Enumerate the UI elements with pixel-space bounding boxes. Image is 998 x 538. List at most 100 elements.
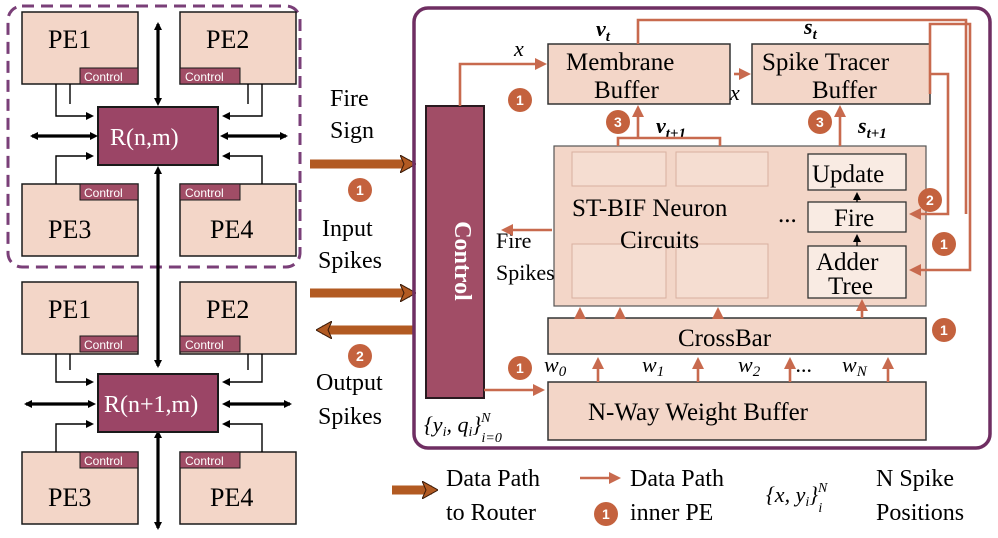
spike-tracer-buffer [751, 43, 931, 105]
update-block [807, 153, 907, 191]
input-spikes-label-2: Spikes [318, 248, 382, 274]
pe4-top-label: PE4 [210, 215, 253, 244]
pe1-bottom-label: PE1 [48, 295, 91, 324]
svg-text:3: 3 [816, 114, 824, 130]
step-1-fire-sign: 1 [348, 178, 372, 202]
pe3-bottom-label: PE3 [48, 483, 91, 512]
step-2-fire: 2 [918, 188, 942, 212]
fire-label: Fire [834, 205, 874, 232]
step-1-adder: 1 [932, 232, 956, 256]
router-n1m-label: R(n+1,m) [104, 392, 198, 418]
top-group-connectors [55, 84, 263, 184]
svg-text:1: 1 [356, 182, 364, 198]
adder-label-2: Tree [828, 273, 873, 300]
fire-block [807, 201, 907, 233]
svg-text:2: 2 [926, 192, 934, 208]
mesh-links [24, 22, 292, 530]
fire-spikes-label-1: Fire [496, 228, 531, 253]
legend-router-path-1: Data Path [446, 466, 540, 492]
s-t1-label: st+1 [857, 113, 887, 142]
legend-router-path-2: to Router [446, 500, 536, 526]
pe2-top-label: PE2 [206, 25, 249, 54]
spike-tracer-label-1: Spike Tracer [762, 49, 890, 76]
pe-detail-frame [412, 6, 992, 450]
wN-label: wN [842, 352, 868, 380]
pe4-bottom-label: PE4 [210, 483, 253, 512]
weight-buffer-block [547, 381, 927, 441]
w-dots: ... [796, 352, 813, 377]
neuron-ellipsis: ... [778, 201, 797, 228]
pe1-bottom-control-tag: Control [84, 338, 123, 352]
pe3-bottom-control-tag: Control [84, 454, 123, 468]
pe3-top-label: PE3 [48, 215, 91, 244]
fire-sign-label-1: Fire [330, 86, 369, 112]
pe3-top: PE3 Control [21, 183, 139, 257]
adder-tree-block [807, 245, 907, 299]
pe1-bottom: PE1 Control [21, 281, 139, 355]
step-1-control-membrane: 1 [508, 88, 532, 112]
router-nm-label: R(n,m) [110, 125, 179, 151]
pe2-top: PE2 Control [179, 11, 297, 85]
step-3-membrane: 3 [606, 110, 630, 134]
pe2-bottom: PE2 Control [179, 281, 297, 355]
pe2-top-control-tag: Control [185, 70, 224, 84]
output-spikes-label-2: Spikes [318, 404, 382, 430]
svg-text:2: 2 [356, 348, 364, 364]
output-spikes-label-1: Output [316, 370, 383, 396]
w0-label: w0 [544, 352, 567, 380]
legend-inner-path-2: inner PE [630, 500, 713, 526]
bottom-group-connectors [55, 354, 263, 452]
pe3-top-control-tag: Control [84, 186, 123, 200]
pe1-top-control-tag: Control [84, 70, 123, 84]
svg-text:3: 3 [614, 114, 622, 130]
step-1-weights: 1 [508, 356, 532, 380]
membrane-buffer-label-2: Buffer [594, 77, 659, 104]
pe1-top: PE1 Control [21, 11, 139, 85]
svg-text:1: 1 [940, 236, 948, 252]
fire-spikes-label-2: Spikes [496, 260, 555, 285]
step-2-output: 2 [348, 344, 372, 368]
router-n1m [97, 373, 219, 433]
pe4-bottom-control-tag: Control [185, 454, 224, 468]
step-3-tracer: 3 [808, 110, 832, 134]
router-nm [97, 106, 219, 166]
v-t-label: vt [596, 16, 611, 45]
pe-control-block [425, 105, 485, 399]
pe4-bottom: PE4 Control [179, 451, 297, 525]
w1-label: w1 [642, 352, 664, 380]
svg-text:1: 1 [516, 92, 524, 108]
w2-label: w2 [738, 352, 761, 380]
fire-sign-label-2: Sign [330, 118, 374, 144]
svg-text:1: 1 [602, 506, 610, 522]
step-1-crossbar: 1 [932, 318, 956, 342]
crossbar-label: CrossBar [678, 325, 772, 352]
legend-inner-path-1: Data Path [630, 466, 724, 492]
pe4-top-control-tag: Control [185, 186, 224, 200]
pe2-bottom-label: PE2 [206, 295, 249, 324]
adder-label-1: Adder [816, 249, 879, 276]
pe-control-label: Control [449, 221, 475, 301]
neuron-label-1: ST-BIF Neuron [572, 195, 728, 222]
neuron-label-2: Circuits [620, 227, 699, 254]
svg-text:1: 1 [940, 322, 948, 338]
update-label: Update [812, 161, 884, 188]
input-spikes-label-1: Input [322, 216, 373, 242]
weight-buffer-label: N-Way Weight Buffer [588, 399, 809, 426]
inner-data-paths [458, 18, 972, 396]
crossbar-block [547, 317, 927, 355]
spike-tracer-label-2: Buffer [812, 77, 877, 104]
pe3-bottom: PE3 Control [21, 451, 139, 525]
legend-step-badge: 1 [594, 502, 618, 526]
svg-text:1: 1 [516, 360, 524, 376]
pe4-top: PE4 Control [179, 183, 297, 257]
s-t-label: st [803, 14, 818, 43]
pe2-bottom-control-tag: Control [185, 338, 224, 352]
legend-spike-2: Positions [876, 500, 964, 526]
x-label-tracer: x [729, 80, 740, 105]
legend-spike-1: N Spike [876, 466, 954, 492]
x-label-control: x [513, 36, 524, 61]
membrane-buffer-label-1: Membrane [566, 49, 674, 76]
